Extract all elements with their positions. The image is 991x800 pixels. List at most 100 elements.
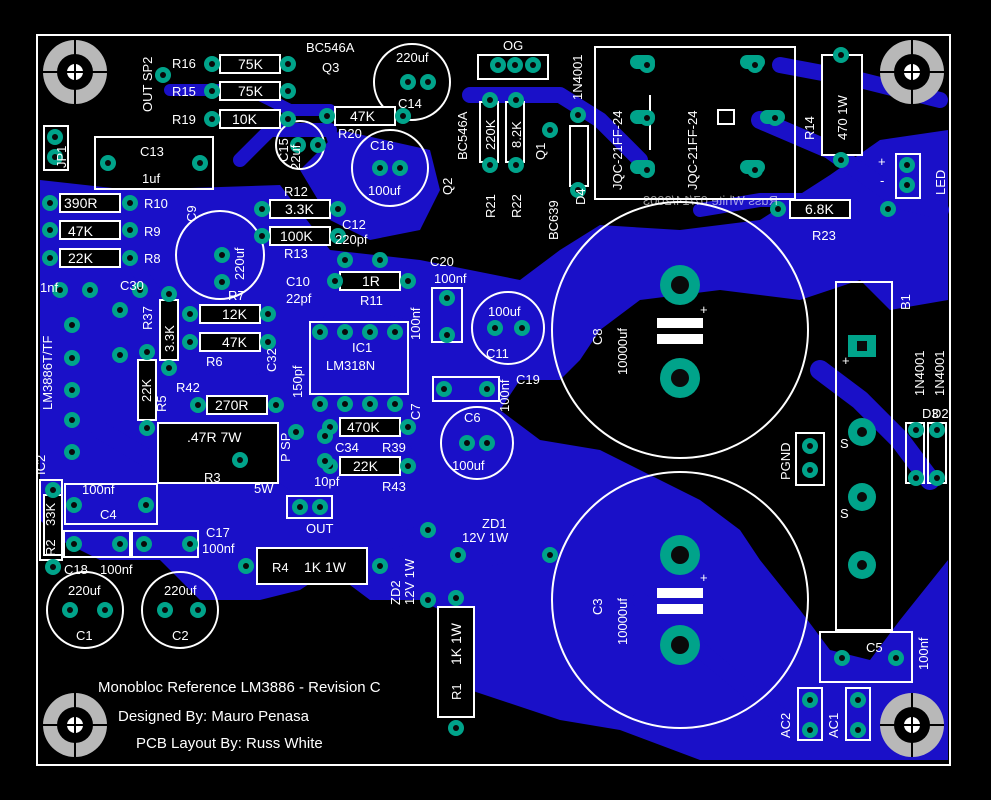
label-q1: Q1 xyxy=(533,143,548,160)
label-r11: R11 xyxy=(360,293,383,308)
label-r43v: 22K xyxy=(353,458,379,474)
c3-plus: + xyxy=(700,570,708,585)
pad-drill xyxy=(315,142,321,148)
pad-drill xyxy=(285,61,291,67)
label-out: OUT xyxy=(306,521,334,536)
label-r19: R19 xyxy=(172,112,196,127)
mounting-holes xyxy=(43,40,944,757)
pad-drill xyxy=(838,157,844,163)
label-r22: R22 xyxy=(509,194,524,218)
label-c15v: 22uf xyxy=(288,144,303,170)
label-c11: C11 xyxy=(486,346,509,361)
label-47k-top: 47K xyxy=(350,108,376,124)
label-c8: C8 xyxy=(590,328,605,345)
pad-drill xyxy=(342,257,348,263)
label-10k: 10K xyxy=(232,111,258,127)
label-r43: R43 xyxy=(382,479,406,494)
pad-drill xyxy=(117,307,123,313)
label-r3v: .47R 7W xyxy=(187,429,242,445)
pad-drill xyxy=(444,332,450,338)
label-c4v: 100nf xyxy=(82,482,115,497)
label-r10: R10 xyxy=(144,196,168,211)
label-r1: R1 xyxy=(449,683,464,700)
pad-drill xyxy=(855,727,861,733)
label-r13: R13 xyxy=(284,246,308,261)
electrolytics xyxy=(46,43,545,649)
board-title: Monobloc Reference LM3886 - Revision C xyxy=(98,679,381,696)
pad-drill xyxy=(425,79,431,85)
label-c10v: 22pf xyxy=(286,291,312,306)
label-c7: C7 xyxy=(408,403,423,420)
pad-drill xyxy=(644,62,650,68)
pad-drill xyxy=(893,655,899,661)
pad-drill xyxy=(219,279,225,285)
label-c11v: 100uf xyxy=(488,304,521,319)
label-psp: P SP xyxy=(278,433,293,462)
label-led-plus: + xyxy=(878,154,886,169)
label-r7v: 12K xyxy=(222,306,248,322)
label-r21v: 220K xyxy=(483,119,498,150)
mounting-hole-bottom-left xyxy=(43,693,107,757)
pad-drill xyxy=(69,322,75,328)
pad-drill xyxy=(50,564,56,570)
pad-drill xyxy=(807,467,813,473)
label-r15: R15 xyxy=(172,84,196,99)
label-c15: C15 xyxy=(276,138,291,162)
pad-drill xyxy=(444,295,450,301)
label-ac2: AC2 xyxy=(778,713,793,738)
pad-drill xyxy=(392,329,398,335)
pad-drill xyxy=(405,463,411,469)
label-r12v: 3.3K xyxy=(285,201,314,217)
label-r22v: 8.2K xyxy=(509,121,524,148)
pad-drill xyxy=(807,443,813,449)
pad-drill xyxy=(342,401,348,407)
pad-drill xyxy=(237,457,243,463)
pad-drill xyxy=(453,595,459,601)
pad-drill xyxy=(487,162,493,168)
label-c13: C13 xyxy=(140,144,164,159)
label-c1: C1 xyxy=(76,628,93,643)
pad-drill xyxy=(285,88,291,94)
label-r4v: 1K 1W xyxy=(304,559,347,575)
pad-drill xyxy=(839,655,845,661)
pad-drill xyxy=(464,440,470,446)
label-c30v: 1nf xyxy=(40,280,58,295)
label-c5v: 100nf xyxy=(916,637,931,670)
label-jp1: JP1 xyxy=(54,146,69,168)
pad-drill xyxy=(117,352,123,358)
label-pgnd: PGND xyxy=(778,442,793,480)
label-c18v: 100nf xyxy=(100,562,133,577)
pad-drill xyxy=(405,278,411,284)
pad-drill xyxy=(322,433,328,439)
pad-drill xyxy=(838,52,844,58)
pad-drill xyxy=(195,607,201,613)
label-led: LED xyxy=(933,170,948,195)
pad-drill xyxy=(127,227,133,233)
pad-drill xyxy=(127,255,133,261)
label-r20: R20 xyxy=(338,126,362,141)
label-r42: R42 xyxy=(176,380,200,395)
label-bc639: BC639 xyxy=(546,200,561,240)
label-r2: R2 xyxy=(43,539,58,556)
pad-drill xyxy=(342,329,348,335)
pad-drill xyxy=(219,252,225,258)
pad-drill xyxy=(71,502,77,508)
pad-drill xyxy=(913,427,919,433)
label-r42v: 270R xyxy=(215,397,248,413)
pad-drill xyxy=(575,187,581,193)
pad-drill xyxy=(209,88,215,94)
label-d3: D3 xyxy=(922,406,939,421)
label-lm3886: LM3886T/TF xyxy=(40,336,55,410)
pad-drill xyxy=(441,386,447,392)
pad-drill xyxy=(405,424,411,430)
label-c32v: 150pf xyxy=(290,365,305,398)
label-r16: R16 xyxy=(172,56,196,71)
label-c32: C32 xyxy=(264,348,279,372)
pad-drill xyxy=(47,227,53,233)
label-r9v: 47K xyxy=(68,223,94,239)
pad-drill xyxy=(243,563,249,569)
pad-drill xyxy=(392,401,398,407)
label-r8: R8 xyxy=(144,251,161,266)
pad-drill xyxy=(144,425,150,431)
pad-drill xyxy=(137,287,143,293)
